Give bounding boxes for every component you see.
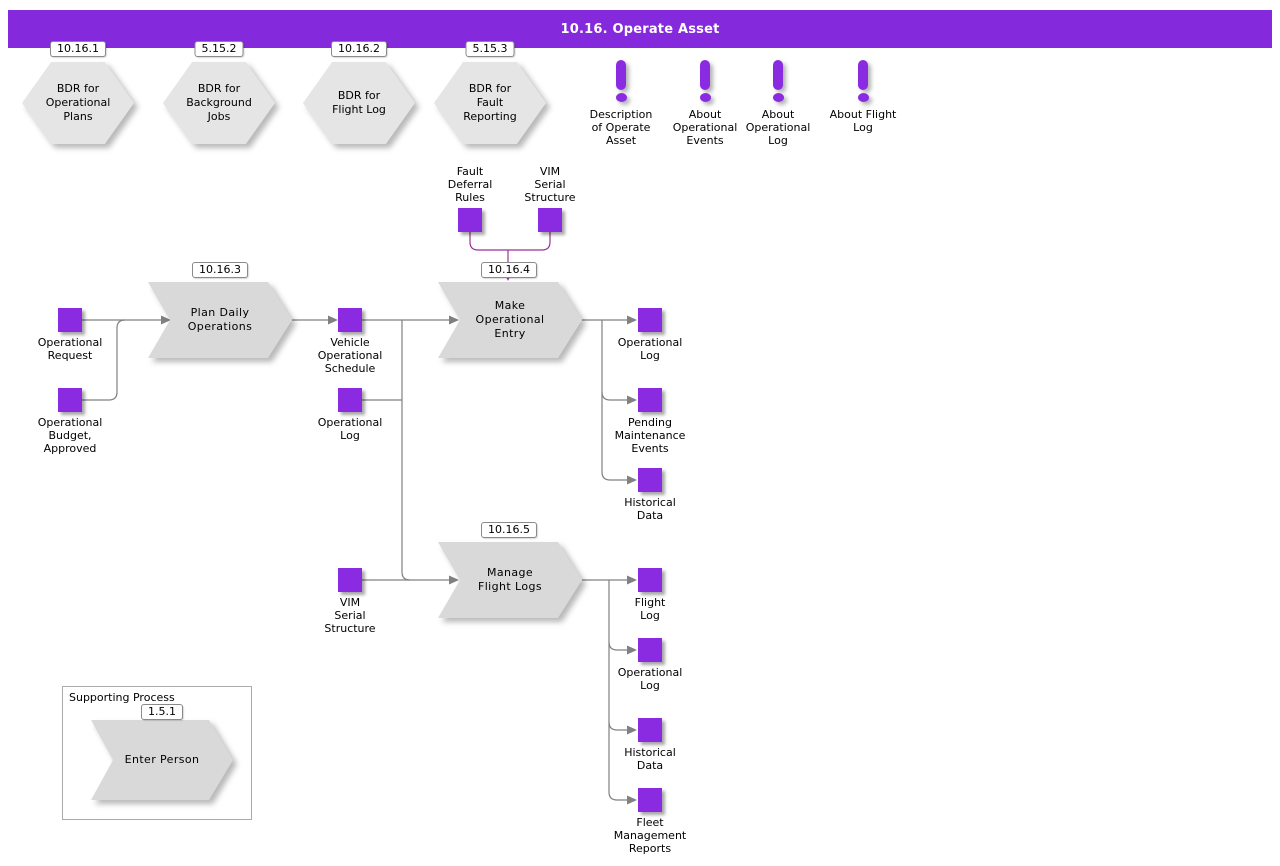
data-object-vim-serial-structure-2[interactable]: [338, 568, 362, 592]
exclamation-icon: [615, 60, 627, 102]
badge-5-15-3: 5.15.3: [465, 41, 515, 57]
note-label: About Operational Events: [672, 108, 738, 147]
data-object-historical-data-1[interactable]: [638, 468, 662, 492]
note-description-of-operate-asset[interactable]: Description of Operate Asset: [566, 60, 676, 147]
process-plan-daily-operations[interactable]: Plan Daily Operations: [148, 282, 292, 358]
data-object-fault-deferral-rules[interactable]: [458, 208, 482, 232]
badge-10-16-1: 10.16.1: [50, 41, 106, 57]
bdr-hexagon-fault-reporting[interactable]: BDR for Fault Reporting: [434, 62, 546, 144]
data-object-vim-serial-structure-top[interactable]: [538, 208, 562, 232]
process-make-operational-entry[interactable]: Make Operational Entry: [438, 282, 582, 358]
hexagon-label: BDR for Flight Log: [332, 89, 386, 116]
exclamation-icon: [857, 60, 869, 102]
data-object-pending-maintenance-events[interactable]: [638, 388, 662, 412]
page-title: 10.16. Operate Asset: [560, 21, 720, 37]
note-about-flight-log[interactable]: About Flight Log: [808, 60, 918, 134]
hexagon-label: BDR for Background Jobs: [186, 82, 252, 123]
exclamation-icon: [699, 60, 711, 102]
data-object-fleet-management-reports[interactable]: [638, 788, 662, 812]
process-enter-person[interactable]: Enter Person: [91, 720, 233, 800]
badge-10-16-4: 10.16.4: [481, 262, 537, 278]
process-manage-flight-logs[interactable]: Manage Flight Logs: [438, 542, 582, 618]
badge-5-15-2: 5.15.2: [194, 41, 244, 57]
badge-1-5-1: 1.5.1: [141, 704, 183, 720]
data-object-operational-log-out-2[interactable]: [638, 638, 662, 662]
process-label: Make Operational Entry: [475, 299, 545, 340]
hexagon-label: BDR for Fault Reporting: [463, 82, 517, 123]
note-label: About Flight Log: [829, 108, 897, 134]
badge-10-16-2: 10.16.2: [331, 41, 387, 57]
process-label: Enter Person: [124, 753, 200, 766]
data-object-label: Fleet Management Reports: [613, 816, 687, 855]
data-object-label: Historical Data: [624, 746, 676, 772]
data-object-vehicle-operational-schedule[interactable]: [338, 308, 362, 332]
hexagon-label: BDR for Operational Plans: [45, 82, 111, 123]
note-label: Description of Operate Asset: [589, 108, 653, 147]
data-object-label: Operational Log: [317, 416, 383, 442]
process-label: Manage Flight Logs: [478, 566, 542, 593]
data-object-label: Operational Budget, Approved: [37, 416, 103, 455]
data-object-operational-budget-approved[interactable]: [58, 388, 82, 412]
badge-10-16-3: 10.16.3: [192, 262, 248, 278]
data-object-flight-log[interactable]: [638, 568, 662, 592]
data-object-historical-data-2[interactable]: [638, 718, 662, 742]
note-about-operational-events[interactable]: About Operational Events: [650, 60, 760, 147]
data-object-label: VIM Serial Structure: [524, 165, 576, 204]
data-object-operational-log-input[interactable]: [338, 388, 362, 412]
supporting-process-box: Supporting Process 1.5.1 Enter Person: [62, 686, 252, 820]
data-object-label: Flight Log: [634, 596, 666, 622]
exclamation-icon: [772, 60, 784, 102]
note-label: About Operational Log: [745, 108, 811, 147]
data-object-label: Operational Request: [37, 336, 103, 362]
gray-flow-connectors: [82, 315, 637, 805]
data-object-label: VIM Serial Structure: [324, 596, 376, 635]
bdr-hexagon-flight-log[interactable]: BDR for Flight Log: [303, 62, 415, 144]
data-object-label: Pending Maintenance Events: [614, 416, 686, 455]
data-object-operational-request[interactable]: [58, 308, 82, 332]
data-object-operational-log-out-1[interactable]: [638, 308, 662, 332]
data-object-label: Operational Log: [617, 666, 683, 692]
supporting-process-title: Supporting Process: [69, 691, 175, 704]
process-label: Plan Daily Operations: [187, 306, 253, 333]
data-object-label: Fault Deferral Rules: [447, 165, 493, 204]
data-object-label: Vehicle Operational Schedule: [317, 336, 383, 375]
note-about-operational-log[interactable]: About Operational Log: [723, 60, 833, 147]
bdr-hexagon-background-jobs[interactable]: BDR for Background Jobs: [163, 62, 275, 144]
data-object-label: Operational Log: [617, 336, 683, 362]
bdr-hexagon-operational-plans[interactable]: BDR for Operational Plans: [22, 62, 134, 144]
badge-10-16-5: 10.16.5: [481, 522, 537, 538]
data-object-label: Historical Data: [624, 496, 676, 522]
